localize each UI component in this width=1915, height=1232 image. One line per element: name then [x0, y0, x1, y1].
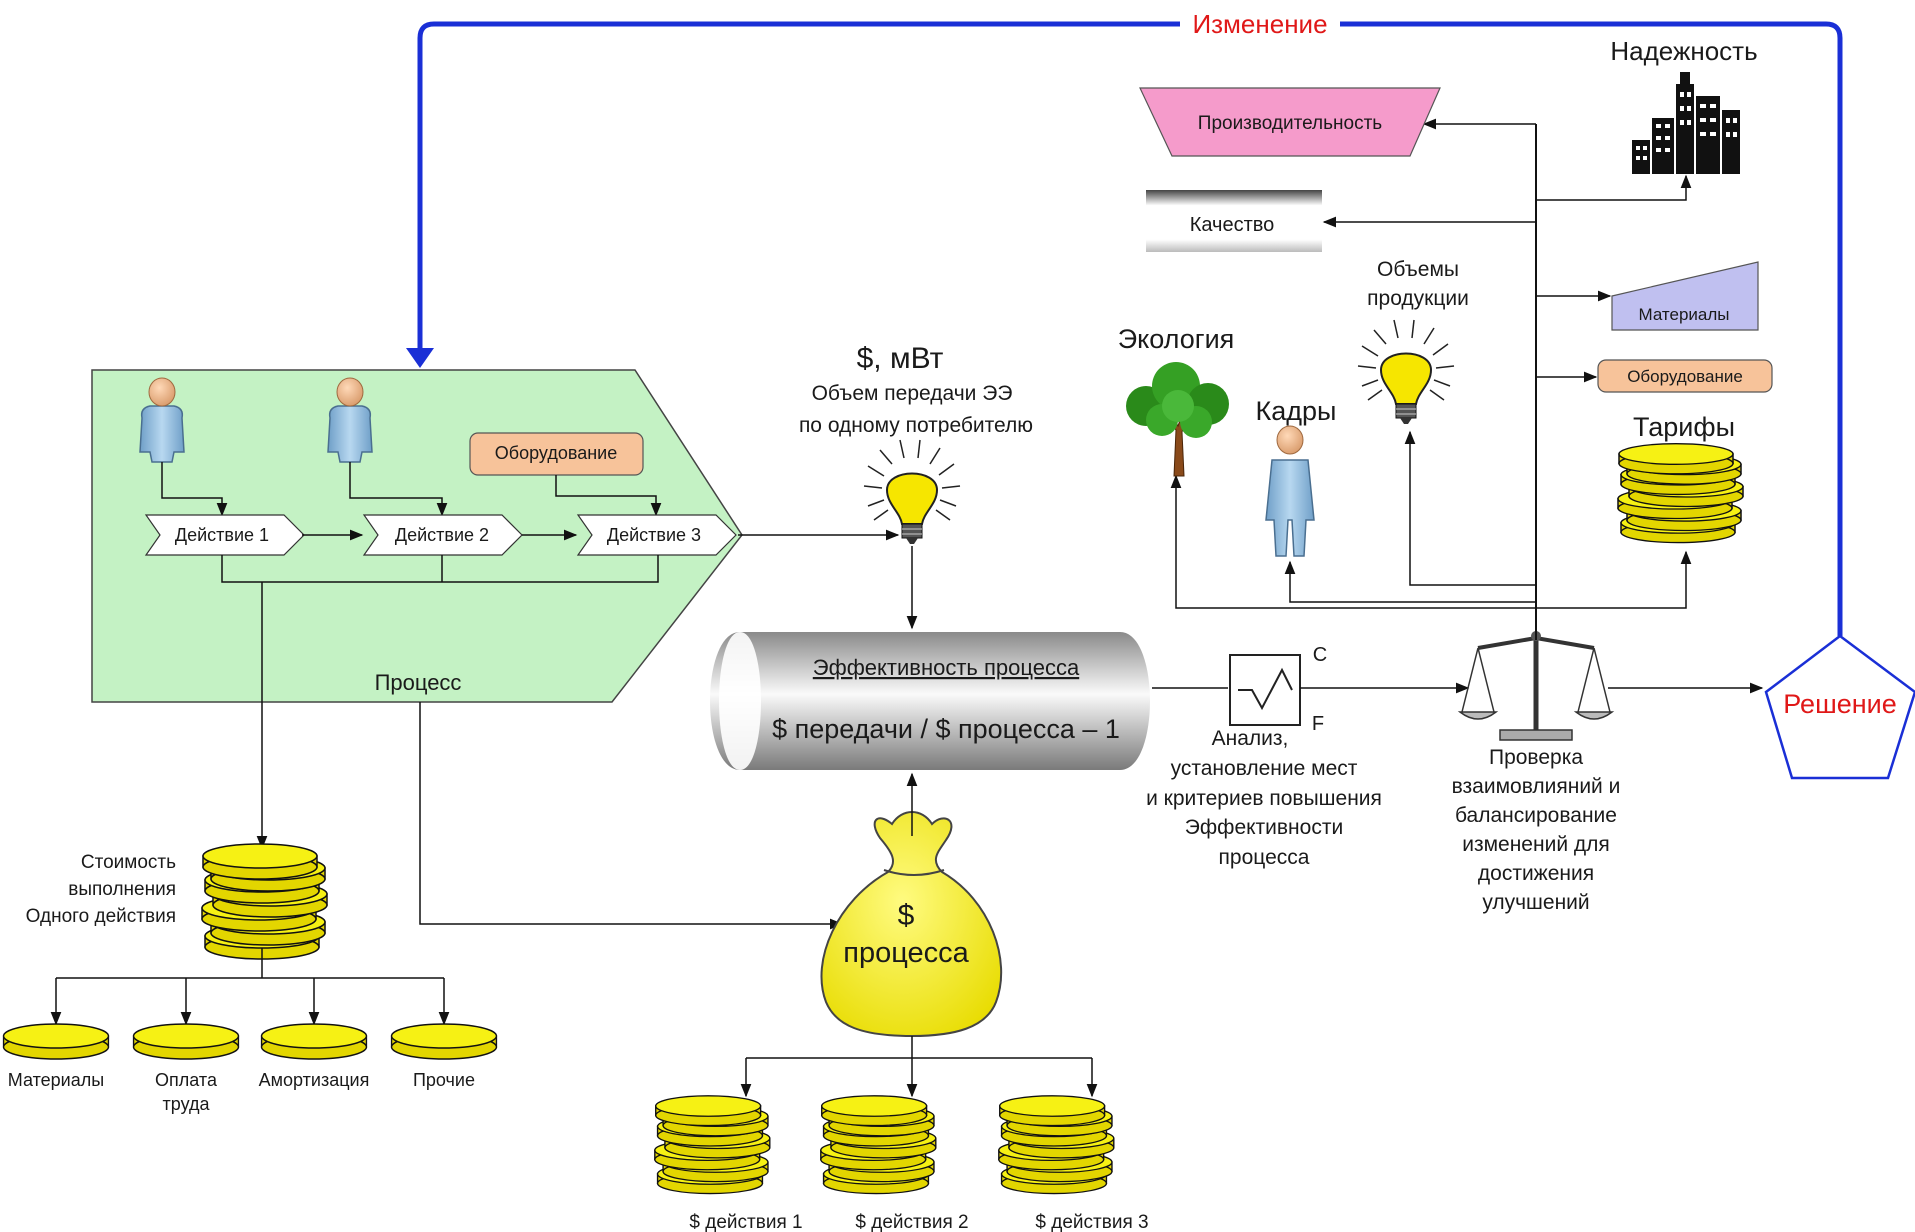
staff-label: Кадры [1256, 396, 1337, 426]
efficiency-title: Эффективность процесса [813, 655, 1080, 680]
coin-icon [260, 1023, 368, 1060]
process-equipment-label: Оборудование [495, 443, 617, 463]
coin-stack-icon [202, 844, 327, 959]
quality-box [1146, 190, 1322, 252]
action-1-label: Действие 1 [175, 525, 269, 545]
cost-item-labor-line2: труда [163, 1094, 211, 1114]
change-arrow-head [406, 348, 434, 368]
transfer-line1: Объем передачи ЭЭ [812, 382, 1013, 405]
action-3-cost: $ действия 3 [1035, 1212, 1148, 1232]
coin-stack-icon [655, 1096, 770, 1194]
reliability-label: Надежность [1610, 36, 1757, 66]
person-icon [1265, 425, 1315, 557]
efficiency-cylinder [710, 632, 1150, 770]
cost-item-depreciation: Амортизация [259, 1070, 370, 1090]
action-2-label: Действие 2 [395, 525, 489, 545]
equipment-box [1597, 359, 1773, 393]
efficiency-formula: $ передачи / $ процесса – 1 [772, 714, 1120, 744]
money-bag-icon [820, 811, 1003, 1038]
coin-icon [132, 1023, 240, 1060]
analysis-chart-icon [1229, 654, 1301, 726]
quality-label: Качество [1190, 214, 1275, 236]
coin-icon [2, 1023, 110, 1060]
lightbulb-icon [1357, 319, 1455, 425]
analysis-line3: и критериев повышения [1146, 787, 1382, 810]
scales-icon [1457, 631, 1615, 741]
cost-item-labor: Оплата [155, 1070, 218, 1090]
cost-line3: Одного действия [26, 906, 176, 927]
action-2: Действие 2 [363, 514, 523, 556]
balance-line1: Проверка [1489, 746, 1583, 769]
productivity-box [1139, 87, 1441, 157]
coin-stack-icon [999, 1096, 1114, 1194]
transfer-units: $, мВт [857, 342, 944, 375]
decision-label: Решение [1783, 689, 1897, 719]
cost-line1: Стоимость [81, 852, 176, 873]
coin-stack-icon [821, 1096, 936, 1194]
lightbulb-icon [863, 439, 961, 545]
materials-box [1611, 261, 1759, 331]
coin-icon [390, 1023, 498, 1060]
cost-item-other: Прочие [413, 1070, 475, 1090]
action-3-label: Действие 3 [607, 525, 701, 545]
action-1: Действие 1 [145, 514, 305, 556]
bag-dollar: $ [898, 899, 915, 932]
process-label: Процесс [375, 670, 462, 695]
action-1-cost: $ действия 1 [689, 1212, 802, 1232]
bag-label: процесса [843, 937, 969, 969]
change-feedback-line [417, 21, 1843, 636]
analysis-line2: установление мест [1171, 757, 1358, 780]
tree-icon [1126, 362, 1229, 477]
balance-line6: улучшений [1482, 891, 1589, 914]
analysis-line1: Анализ, [1212, 727, 1289, 750]
action-2-cost: $ действия 2 [855, 1212, 968, 1232]
balance-line2: взаимовлияний и [1452, 775, 1621, 798]
equipment-label: Оборудование [1627, 367, 1743, 386]
materials-label: Материалы [1638, 305, 1729, 324]
balance-line3: балансирование [1455, 804, 1617, 827]
productivity-label: Производительность [1198, 113, 1383, 134]
analysis-line5: процесса [1219, 846, 1310, 869]
cost-item-materials: Материалы [8, 1070, 104, 1090]
analysis-f-label: F [1312, 713, 1324, 735]
analysis-c-label: C [1313, 644, 1327, 666]
action-3: Действие 3 [577, 514, 737, 556]
decision-pentagon [1764, 634, 1915, 780]
coin-stack-icon [1618, 444, 1743, 543]
cost-line2: выполнения [68, 879, 176, 900]
change-label: Изменение [1192, 9, 1327, 39]
balance-line5: достижения [1478, 862, 1594, 885]
tariffs-label: Тарифы [1633, 412, 1735, 442]
volumes-line1: Объемы [1377, 258, 1459, 281]
balance-line4: изменений для [1462, 833, 1610, 856]
city-icon [1632, 72, 1740, 174]
transfer-line2: по одному потребителю [799, 414, 1033, 437]
volumes-line2: продукции [1367, 287, 1469, 310]
analysis-line4: Эффективности [1185, 816, 1343, 839]
ecology-label: Экология [1118, 324, 1235, 354]
